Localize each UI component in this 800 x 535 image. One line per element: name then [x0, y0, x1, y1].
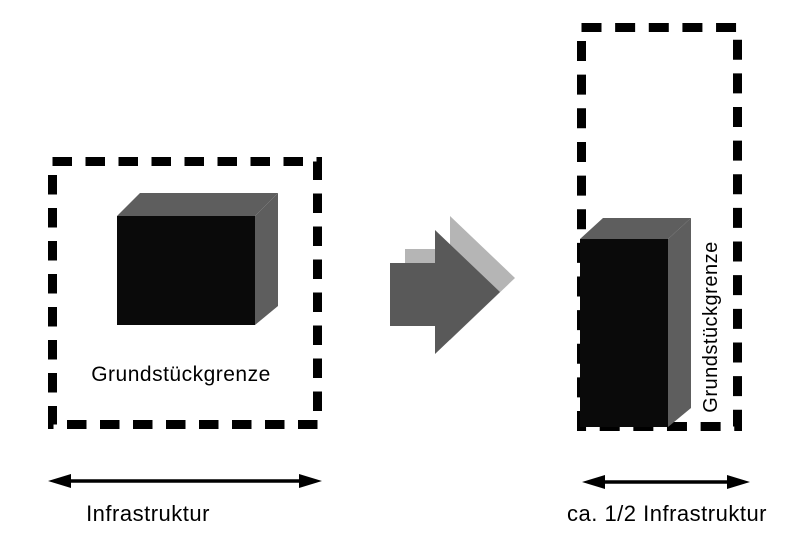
transform-arrow-icon [390, 216, 515, 354]
right-building-front-face [580, 239, 668, 427]
right-infrastructure-span-arrow [582, 475, 750, 489]
right-building-side-face [668, 218, 691, 427]
right-span-arrowhead-east [727, 475, 750, 489]
right-building-top-face [580, 218, 691, 239]
right-parcel-boundary-dashed-rect [577, 23, 742, 431]
transform-arrow-body [390, 230, 500, 354]
left-boundary-label: Grundstückgrenze [91, 363, 271, 386]
left-building-side-face [255, 193, 278, 325]
left-span-arrowhead-west [48, 474, 71, 488]
left-parcel-group: Grundstückgrenze Infrastruktur [48, 157, 322, 526]
right-boundary-label-rotated: Grundstückgrenze [700, 241, 722, 412]
right-building-icon [580, 218, 691, 427]
left-infrastructure-label: Infrastruktur [86, 501, 210, 526]
right-parcel-group: Grundstückgrenze ca. 1/2 Infrastruktur [567, 23, 767, 526]
right-infrastructure-label: ca. 1/2 Infrastruktur [567, 501, 767, 526]
left-building-icon [117, 193, 278, 325]
left-parcel-boundary-dashed-rect [48, 157, 322, 429]
left-building-top-face [117, 193, 278, 216]
left-infrastructure-span-arrow [48, 474, 322, 488]
left-building-front-face [117, 216, 255, 325]
left-span-arrowhead-east [299, 474, 322, 488]
right-span-arrowhead-west [582, 475, 605, 489]
